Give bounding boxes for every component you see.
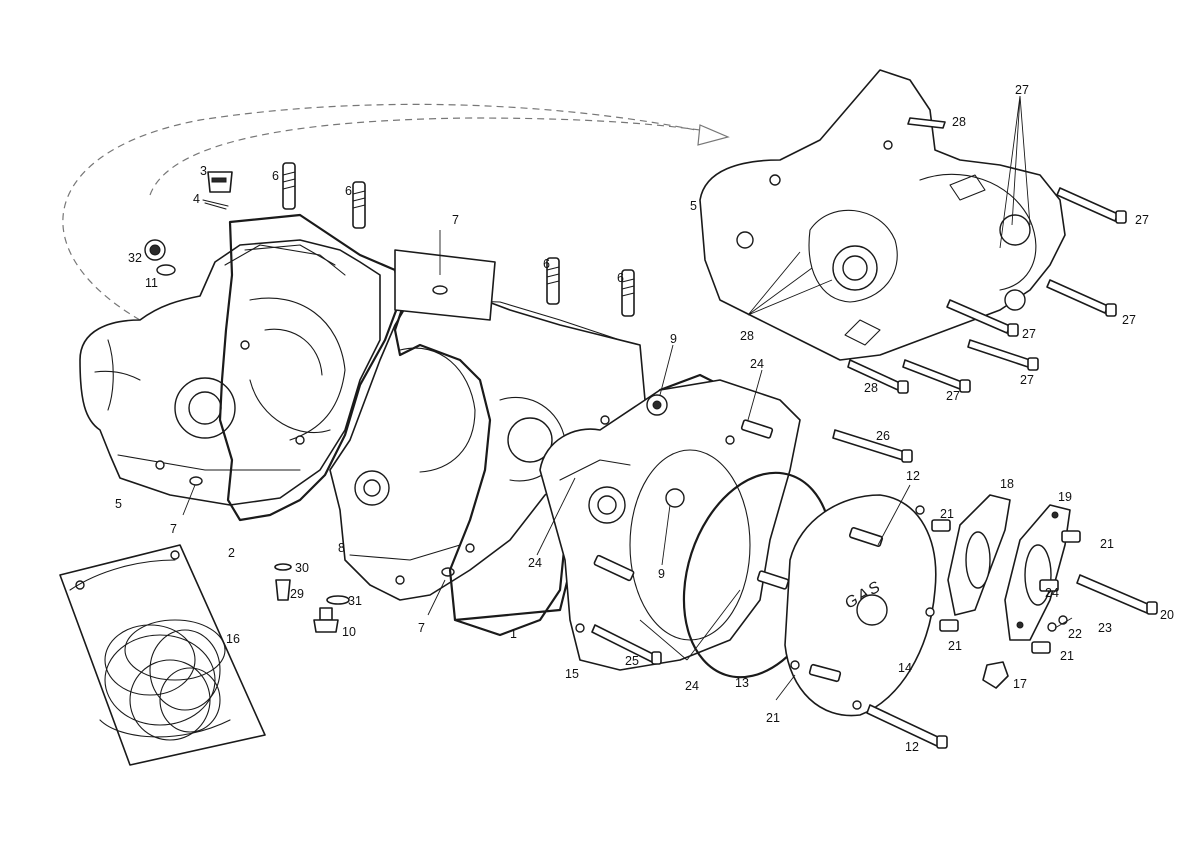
gasket-set-16	[59, 544, 266, 766]
cover-plates	[947, 494, 1071, 641]
callout-9a: 9	[670, 332, 677, 346]
callout-21b: 21	[940, 507, 954, 521]
callout-28c: 28	[864, 381, 878, 395]
callout-6d: 6	[617, 271, 624, 285]
callout-7b: 7	[170, 522, 177, 536]
callout-25: 25	[625, 654, 639, 668]
flow-arrow-head	[697, 124, 730, 146]
callout-24d: 24	[1045, 586, 1059, 600]
callout-20: 20	[1160, 608, 1174, 622]
studs-6	[282, 162, 635, 317]
callout-12b: 12	[906, 469, 920, 483]
callout-12a: 12	[905, 740, 919, 754]
callout-2: 2	[228, 546, 235, 560]
right-crankcase-half	[699, 69, 1066, 361]
callout-21c: 21	[948, 639, 962, 653]
plate-7	[394, 249, 496, 321]
callout-21e: 21	[1060, 649, 1074, 663]
callout-22: 22	[1068, 627, 1082, 641]
callout-18: 18	[1000, 477, 1014, 491]
callout-labels: 3 4 6 6 6 6 7 32 11 5 7 2 8 30 29 31 10 …	[115, 83, 1174, 754]
callout-21a: 21	[766, 711, 780, 725]
callout-29: 29	[290, 587, 304, 601]
flow-arrow	[62, 103, 730, 321]
callout-5a: 5	[115, 497, 122, 511]
long-bolts	[847, 117, 1127, 394]
callout-9b: 9	[658, 567, 665, 581]
callout-24a: 24	[750, 357, 764, 371]
callout-10: 10	[342, 625, 356, 639]
callout-28a: 28	[952, 115, 966, 129]
bearings-9	[646, 394, 668, 416]
callout-27c: 27	[1122, 313, 1136, 327]
callout-26: 26	[876, 429, 890, 443]
callout-6b: 6	[345, 184, 352, 198]
callout-23: 23	[1098, 621, 1112, 635]
callout-11: 11	[145, 276, 158, 290]
callout-27f: 27	[946, 389, 960, 403]
callout-1: 1	[510, 627, 517, 641]
callout-30: 30	[295, 561, 309, 575]
gasket-2	[218, 213, 402, 522]
callout-27a: 27	[1015, 83, 1029, 97]
callout-6a: 6	[272, 169, 279, 183]
ignition-cover-14: GAS	[784, 494, 937, 717]
callout-6c: 6	[543, 257, 550, 271]
callout-17: 17	[1013, 677, 1027, 691]
callout-27d: 27	[1022, 327, 1036, 341]
callout-27e: 27	[1020, 373, 1034, 387]
callout-21d: 21	[1100, 537, 1114, 551]
callout-28b: 28	[740, 329, 754, 343]
callout-8: 8	[338, 541, 345, 555]
callout-7c: 7	[418, 621, 425, 635]
callout-5b: 5	[690, 199, 697, 213]
callout-15: 15	[565, 667, 579, 681]
callout-4: 4	[193, 192, 200, 206]
callout-7a: 7	[452, 213, 459, 227]
callout-24b: 24	[528, 556, 542, 570]
bolts	[591, 419, 1158, 749]
callout-13: 13	[735, 676, 749, 690]
small-parts-top-left	[144, 171, 233, 276]
callout-32: 32	[128, 251, 142, 265]
clutch-cover-15	[539, 379, 801, 671]
callout-3: 3	[200, 164, 207, 178]
callout-14: 14	[898, 661, 912, 675]
callout-24c: 24	[685, 679, 699, 693]
callout-19: 19	[1058, 490, 1072, 504]
leader-lines	[182, 95, 1073, 701]
callout-31: 31	[348, 594, 362, 608]
callout-27b: 27	[1135, 213, 1149, 227]
small-parts-bottom	[274, 563, 350, 633]
callout-16: 16	[226, 632, 240, 646]
